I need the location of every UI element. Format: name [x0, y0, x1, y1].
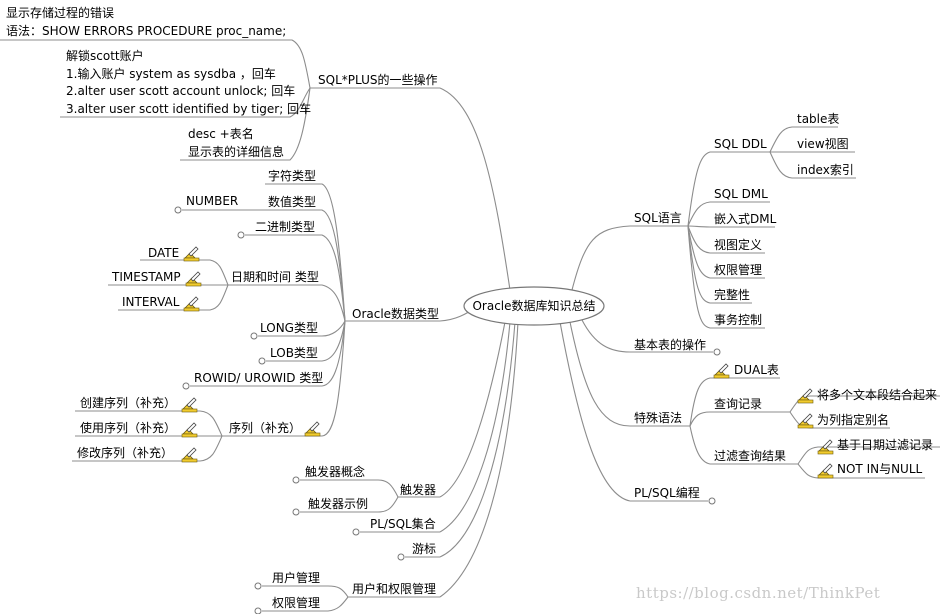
node-seq-create[interactable]: 创建序列（补充）: [80, 395, 176, 410]
collapse-marker[interactable]: [397, 553, 405, 561]
node-sql-ddl[interactable]: SQL DDL: [714, 137, 767, 151]
node-not-in-null[interactable]: NOT IN与NULL: [837, 462, 923, 476]
note-icon: [183, 246, 200, 262]
node-seq-use[interactable]: 使用序列（补充）: [80, 420, 176, 435]
node-sql-dml[interactable]: SQL DML: [714, 187, 768, 201]
note-icon: [817, 463, 834, 479]
node-binary-type[interactable]: 二进制类型: [255, 220, 315, 234]
watermark: https://blog.csdn.net/ThinkPet: [636, 584, 881, 602]
connector-lines: [0, 39, 940, 612]
node-embedded-dml[interactable]: 嵌入式DML: [714, 212, 777, 226]
node-datetime-type[interactable]: 日期和时间 类型: [231, 270, 319, 284]
node-basic-table-ops[interactable]: 基本表的操作: [634, 337, 706, 352]
node-concat-text[interactable]: 将多个文本段结合起来: [817, 387, 937, 402]
node-long-type[interactable]: LONG类型: [260, 321, 318, 335]
node-user-mgmt[interactable]: 用户管理: [272, 570, 320, 585]
node-sqlplus[interactable]: SQL*PLUS的一些操作: [318, 72, 437, 87]
node-sequence[interactable]: 序列（补充）: [229, 420, 301, 435]
node-unlock-step1: 1.输入账户 system as sysdba ，回车: [66, 66, 276, 81]
node-trigger[interactable]: 触发器: [400, 482, 436, 497]
node-rowid-type[interactable]: ROWID/ UROWID 类型: [194, 371, 323, 385]
node-query-records[interactable]: 查询记录: [714, 397, 762, 411]
node-column-alias[interactable]: 为列指定别名: [817, 412, 889, 427]
node-permission[interactable]: 权限管理: [714, 262, 762, 277]
node-desc[interactable]: desc +表名: [188, 126, 254, 141]
collapse-marker[interactable]: [352, 528, 360, 536]
node-trigger-example[interactable]: 触发器示例: [308, 496, 368, 511]
node-number-type[interactable]: 数值类型: [268, 194, 316, 209]
node-number[interactable]: NUMBER: [186, 194, 238, 208]
note-icon: [713, 363, 730, 379]
node-date[interactable]: DATE: [148, 246, 179, 260]
note-icon: [181, 447, 198, 463]
node-desc-detail: 显示表的详细信息: [188, 144, 284, 159]
node-dual[interactable]: DUAL表: [734, 363, 779, 377]
note-icon: [181, 397, 198, 413]
node-unlock-scott[interactable]: 解锁scott账户: [66, 48, 144, 63]
collapse-marker[interactable]: [237, 231, 245, 239]
node-integrity[interactable]: 完整性: [714, 287, 750, 302]
note-icon: [183, 296, 200, 312]
node-unlock-step2: 2.alter user scott account unlock; 回车: [66, 83, 295, 98]
collapse-marker[interactable]: [174, 206, 182, 214]
collapse-marker[interactable]: [254, 607, 262, 614]
node-index[interactable]: index索引: [797, 163, 854, 177]
collapse-marker[interactable]: [258, 357, 266, 365]
note-icon: [185, 271, 202, 287]
node-filter-results[interactable]: 过滤查询结果: [714, 449, 786, 463]
collapse-marker[interactable]: [292, 508, 300, 516]
node-special-syntax[interactable]: 特殊语法: [634, 410, 682, 425]
note-icon: [181, 422, 198, 438]
node-perm-mgmt[interactable]: 权限管理: [272, 595, 320, 610]
node-trigger-concept[interactable]: 触发器概念: [305, 464, 365, 479]
node-oracle-datatypes[interactable]: Oracle数据类型: [352, 306, 439, 321]
collapse-marker[interactable]: [182, 382, 190, 390]
note-icon: [304, 421, 321, 437]
central-node-label: Oracle数据库知识总结: [472, 298, 595, 313]
node-table[interactable]: table表: [797, 112, 839, 126]
node-user-permission[interactable]: 用户和权限管理: [352, 581, 436, 596]
node-interval[interactable]: INTERVAL: [122, 295, 180, 309]
collapse-marker[interactable]: [708, 497, 716, 505]
collapse-marker[interactable]: [254, 582, 262, 590]
node-show-errors-syntax: 语法：SHOW ERRORS PROCEDURE proc_name;: [6, 24, 286, 38]
central-node[interactable]: [463, 286, 605, 326]
node-view-definition[interactable]: 视图定义: [714, 237, 762, 252]
node-timestamp[interactable]: TIMESTAMP: [111, 270, 181, 284]
node-show-errors[interactable]: 显示存储过程的错误: [6, 5, 114, 20]
note-icon: [797, 413, 814, 429]
node-cursor[interactable]: 游标: [412, 542, 436, 556]
node-view[interactable]: view视图: [797, 136, 849, 151]
node-plsql-programming[interactable]: PL/SQL编程: [634, 485, 700, 500]
collapse-marker[interactable]: [713, 348, 721, 356]
node-date-filter[interactable]: 基于日期过滤记录: [837, 438, 933, 452]
node-plsql-collection[interactable]: PL/SQL集合: [370, 516, 436, 531]
collapse-marker[interactable]: [250, 332, 258, 340]
node-char-type[interactable]: 字符类型: [268, 168, 316, 183]
node-transaction[interactable]: 事务控制: [714, 312, 762, 327]
collapse-markers: [174, 206, 721, 614]
node-lob-type[interactable]: LOB类型: [270, 346, 318, 360]
node-sql-language[interactable]: SQL语言: [634, 211, 682, 225]
collapse-marker[interactable]: [292, 476, 300, 484]
node-seq-modify[interactable]: 修改序列（补充）: [77, 445, 173, 460]
node-unlock-step3: 3.alter user scott identified by tiger; …: [66, 101, 311, 116]
